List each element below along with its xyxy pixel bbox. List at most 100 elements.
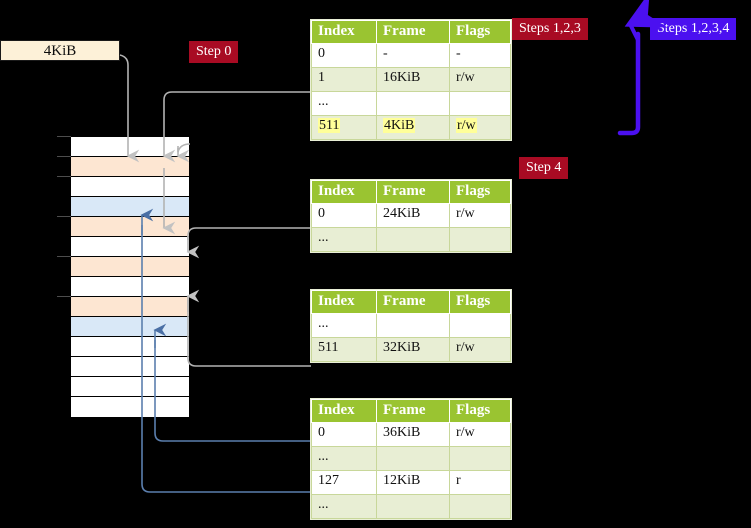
memory-frame-row <box>71 217 189 237</box>
memory-frame-row <box>71 357 189 377</box>
column-header-index: Index <box>311 290 377 314</box>
memory-frame-row <box>71 337 189 357</box>
table-cell-frame: 4KiB <box>376 115 450 140</box>
table-cell-flags <box>449 494 511 519</box>
column-header-flags: Flags <box>449 180 511 204</box>
table-cell-frame <box>376 91 450 116</box>
table-cell-frame: 24KiB <box>376 203 450 228</box>
badge-steps-1-2-3: Steps 1,2,3 <box>512 18 588 40</box>
table-cell-index: ... <box>311 227 377 252</box>
memory-tick <box>57 136 71 137</box>
table-cell-index: ... <box>311 446 377 471</box>
table-cell-flags <box>449 446 511 471</box>
connector-table2-to-memory <box>186 289 311 367</box>
table-cell-frame <box>376 227 450 252</box>
table-row[interactable]: ... <box>311 91 511 116</box>
table-cell-index: 0 <box>311 43 377 68</box>
column-header-flags: Flags <box>449 290 511 314</box>
table-row[interactable]: ... <box>311 494 511 519</box>
table-cell-flags: r/w <box>449 115 511 140</box>
table-cell-frame: 12KiB <box>376 470 450 495</box>
table-cell-frame: 16KiB <box>376 67 450 92</box>
table-cell-flags: r <box>449 470 511 495</box>
table-cell-frame <box>376 494 450 519</box>
table-row[interactable]: ... <box>311 227 511 252</box>
table-cell-index: 0 <box>311 203 377 228</box>
column-header-index: Index <box>311 180 377 204</box>
column-header-index: Index <box>311 20 377 44</box>
memory-frame-row <box>71 397 189 417</box>
table-cell-flags <box>449 313 511 338</box>
memory-tick <box>57 176 71 177</box>
column-header-flags: Flags <box>449 399 511 423</box>
highlighted-value: 4KiB <box>383 118 416 133</box>
column-header-frame: Frame <box>376 399 450 423</box>
memory-frame-row <box>71 317 189 337</box>
connector-table1-to-memory <box>186 227 311 259</box>
table-cell-flags: r/w <box>449 203 511 228</box>
column-header-frame: Frame <box>376 180 450 204</box>
table-cell-flags: r/w <box>449 337 511 362</box>
table-cell-index: 511 <box>311 115 377 140</box>
table-cell-index: 127 <box>311 470 377 495</box>
badge-steps-1-2-3-4: Steps 1,2,3,4 <box>650 18 737 40</box>
table-cell-frame: 32KiB <box>376 337 450 362</box>
table-row[interactable]: 511 4KiB r/w <box>311 115 511 140</box>
column-header-frame: Frame <box>376 290 450 314</box>
column-header-index: Index <box>311 399 377 423</box>
memory-tick <box>57 156 71 157</box>
table-row[interactable]: ... <box>311 313 511 338</box>
table-cell-frame: 36KiB <box>376 422 450 447</box>
memory-tick <box>57 296 71 297</box>
memory-frame-row <box>71 157 189 177</box>
table-cell-index: 511 <box>311 337 377 362</box>
size-label-4kib: 4KiB <box>0 40 120 61</box>
table-cell-frame: - <box>376 43 450 68</box>
column-header-frame: Frame <box>376 20 450 44</box>
column-header-flags: Flags <box>449 20 511 44</box>
table-cell-index: ... <box>311 313 377 338</box>
memory-frame-row <box>71 377 189 397</box>
memory-frame-row <box>71 137 189 157</box>
physical-memory-column <box>70 136 190 417</box>
table-cell-flags: r/w <box>449 422 511 447</box>
table-cell-index: ... <box>311 91 377 116</box>
memory-tick <box>57 256 71 257</box>
memory-frame-row <box>71 237 189 257</box>
memory-tick <box>57 216 71 217</box>
badge-step-0: Step 0 <box>189 41 239 63</box>
table-cell-flags: - <box>449 43 511 68</box>
highlighted-value: 511 <box>318 118 341 133</box>
highlighted-value: r/w <box>456 118 477 133</box>
table-cell-flags: r/w <box>449 67 511 92</box>
table-cell-frame <box>376 313 450 338</box>
table-cell-index: ... <box>311 494 377 519</box>
connector-steps-bracket <box>617 0 668 136</box>
memory-frame-row <box>71 277 189 297</box>
memory-frame-row <box>71 177 189 197</box>
badge-step-4: Step 4 <box>519 157 569 179</box>
memory-frame-row <box>71 297 189 317</box>
table-cell-flags <box>449 91 511 116</box>
table-cell-flags <box>449 227 511 252</box>
table-cell-index: 1 <box>311 67 377 92</box>
table-row[interactable]: ... <box>311 446 511 471</box>
memory-frame-row <box>71 197 189 217</box>
table-cell-frame <box>376 446 450 471</box>
table-row[interactable]: 0-- <box>311 43 511 68</box>
memory-frame-row <box>71 257 189 277</box>
